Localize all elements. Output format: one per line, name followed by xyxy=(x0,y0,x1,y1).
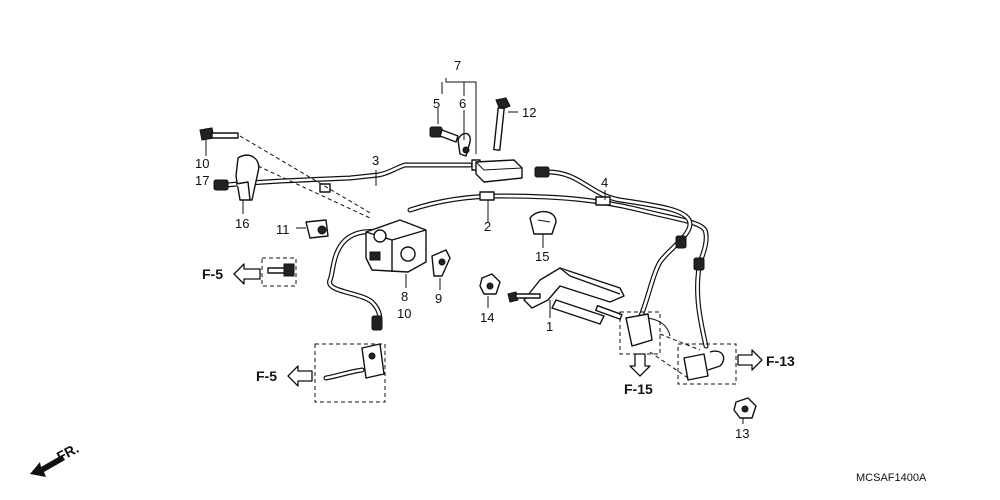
left-arrow-icon xyxy=(233,263,261,285)
leader-lines xyxy=(205,78,744,424)
brake-pipe-2 xyxy=(327,193,709,329)
pipe-clamp-15 xyxy=(529,211,557,235)
joint-block-f13 xyxy=(683,350,725,381)
left-arrow-icon xyxy=(287,365,313,387)
callout-6: 6 xyxy=(459,96,466,111)
ref-label-f15: F-15 xyxy=(624,381,653,397)
callout-11: 11 xyxy=(276,222,290,237)
mounting-bracket-1 xyxy=(523,267,625,325)
bolt-10-17 xyxy=(199,127,239,141)
callout-17: 17 xyxy=(195,173,209,188)
front-indicator: FR. xyxy=(30,440,81,477)
bolt-12 xyxy=(493,97,511,151)
detail-box-f5-lower xyxy=(314,343,386,403)
callout-10-lower: 10 xyxy=(397,306,411,321)
callout-9: 9 xyxy=(435,291,442,306)
reference-f5-lower: F-5 xyxy=(256,365,313,387)
callout-8: 8 xyxy=(401,289,408,304)
detail-box-f5-upper xyxy=(261,257,297,287)
joint-block-f15 xyxy=(625,313,671,347)
callout-5: 5 xyxy=(433,96,440,111)
pipe-fittings xyxy=(213,159,705,331)
bolt-f5-upper xyxy=(267,263,295,277)
callout-2: 2 xyxy=(484,219,491,234)
nut-13 xyxy=(733,397,757,419)
brake-hose-13 xyxy=(695,259,709,349)
ref-label-f5-upper: F-5 xyxy=(202,266,223,282)
front-arrow-icon xyxy=(30,455,65,477)
right-arrow-icon xyxy=(737,349,763,371)
diagram-code: MCSAF1400A xyxy=(856,472,927,484)
bolt-bracket xyxy=(507,291,541,303)
nut-14 xyxy=(479,273,501,295)
callout-15: 15 xyxy=(535,249,549,264)
down-arrow-icon xyxy=(629,353,651,377)
callout-13: 13 xyxy=(735,426,749,441)
callout-3: 3 xyxy=(372,153,379,168)
callout-4: 4 xyxy=(601,175,608,190)
detail-box-f13 xyxy=(677,343,737,385)
brake-pipe-4 xyxy=(545,169,693,321)
brake-switch-5 xyxy=(429,126,459,143)
callout-16: 16 xyxy=(235,216,249,231)
reference-f13: F-13 xyxy=(737,349,795,371)
proportioning-valve xyxy=(365,219,427,273)
reference-f15: F-15 xyxy=(624,353,653,397)
ref-label-f13: F-13 xyxy=(766,353,795,369)
sensor-clip-6 xyxy=(457,132,471,157)
bracket-16 xyxy=(235,154,260,201)
caliper-joint-f5 xyxy=(323,343,385,381)
ref-label-f5-lower: F-5 xyxy=(256,368,277,384)
callout-12: 12 xyxy=(522,105,536,120)
three-way-joint xyxy=(475,159,523,183)
reference-f5-upper: F-5 xyxy=(202,263,261,285)
callout-1: 1 xyxy=(546,319,553,334)
callout-10-upper: 10 xyxy=(195,156,209,171)
callout-14: 14 xyxy=(480,310,494,325)
bolt-11 xyxy=(305,219,329,239)
mounting-bracket-9 xyxy=(431,249,451,277)
callout-7: 7 xyxy=(454,58,461,73)
